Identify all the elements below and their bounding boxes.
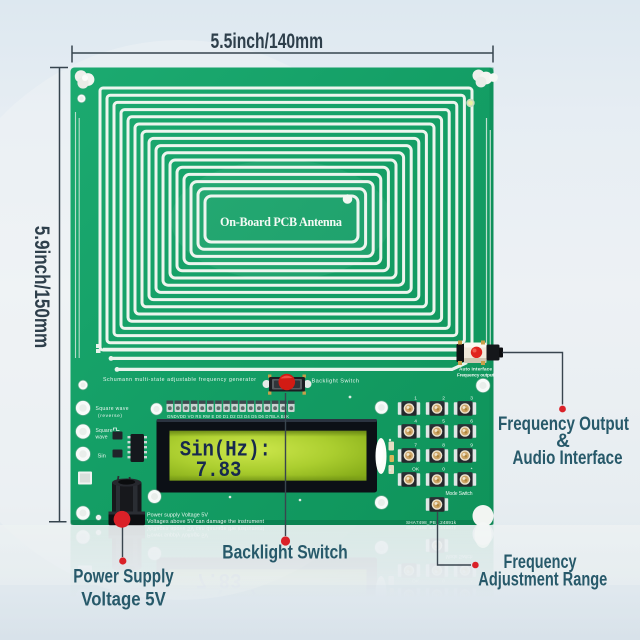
svg-text:Voltage 5V: Voltage 5V xyxy=(81,590,166,611)
svg-text:On-Board PCB Antenna: On-Board PCB Antenna xyxy=(220,215,342,229)
svg-text:Adjustment Range: Adjustment Range xyxy=(478,570,607,591)
svg-text:(reverse): (reverse) xyxy=(98,413,122,419)
svg-text:3: 3 xyxy=(470,396,473,402)
svg-text:5: 5 xyxy=(442,419,445,425)
svg-text:9: 9 xyxy=(470,443,473,449)
svg-text:Schumann multi-state adjustabl: Schumann multi-state adjustable frequenc… xyxy=(103,377,256,383)
svg-text:7: 7 xyxy=(414,443,417,449)
svg-text:*: * xyxy=(471,467,473,473)
svg-text:Sin: Sin xyxy=(98,454,106,460)
svg-text:1: 1 xyxy=(414,396,417,402)
svg-text:Frequency Output: Frequency Output xyxy=(498,414,630,435)
svg-text:Voltages above 5V can damage t: Voltages above 5V can damage the instrum… xyxy=(147,519,265,525)
svg-text:SHA7498_PB_.24891k: SHA7498_PB_.24891k xyxy=(406,520,457,525)
svg-text:5.9inch/150mm: 5.9inch/150mm xyxy=(30,226,53,349)
svg-text:Power supply Voltage 5V: Power supply Voltage 5V xyxy=(147,513,208,519)
svg-text:Square: Square xyxy=(96,428,113,434)
svg-text:Square wave: Square wave xyxy=(96,406,129,412)
svg-text:Power Supply: Power Supply xyxy=(73,567,174,588)
svg-text:0: 0 xyxy=(442,467,445,473)
svg-text:Mode Switch: Mode Switch xyxy=(446,491,473,497)
svg-text:8: 8 xyxy=(442,443,445,449)
svg-text:6: 6 xyxy=(470,419,473,425)
svg-text:wave: wave xyxy=(96,434,108,440)
svg-text:Backlight Switch: Backlight Switch xyxy=(312,378,360,384)
svg-text:OK: OK xyxy=(412,467,420,473)
svg-text:Audio Interface: Audio Interface xyxy=(513,448,623,469)
svg-text:4: 4 xyxy=(414,419,417,425)
svg-text:Sin(Hz):: Sin(Hz): xyxy=(180,438,271,463)
svg-text:2: 2 xyxy=(442,396,445,402)
svg-text:GNDVDD VO RS RW E D0 D1 D2 D3: GNDVDD VO RS RW E D0 D1 D2 D3 D4 D5 D6 D… xyxy=(167,414,289,419)
svg-text:Frequency output: Frequency output xyxy=(457,373,494,379)
svg-text:&: & xyxy=(556,431,570,452)
svg-text:5.5inch/140mm: 5.5inch/140mm xyxy=(211,30,324,53)
svg-text:7.83: 7.83 xyxy=(196,459,242,484)
svg-text:Auto Interface: Auto Interface xyxy=(459,367,492,373)
svg-text:Frequency: Frequency xyxy=(504,552,577,573)
svg-text:Backlight Switch: Backlight Switch xyxy=(222,542,348,563)
